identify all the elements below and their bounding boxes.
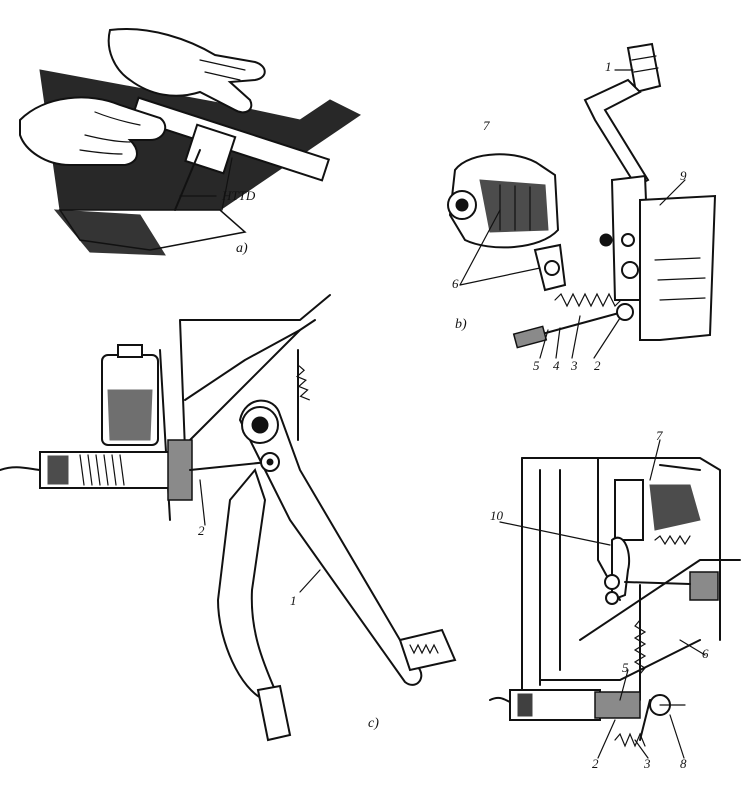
bracket — [639, 194, 717, 341]
label-b-1: 1 — [605, 59, 612, 74]
panel-d-installation: 2 3 5 6 7 8 10 — [489, 428, 741, 771]
pedal-1 — [238, 399, 423, 686]
label-d-6: 6 — [702, 646, 709, 661]
body-panel — [521, 457, 561, 691]
adjusting-nut — [689, 571, 719, 601]
pedal-pad-c — [398, 628, 457, 672]
gauge-pointer — [174, 149, 201, 211]
return-spring-c — [295, 365, 310, 401]
panel-b-pedal-linkage: 1 2 3 4 5 6 7 9 b) — [447, 42, 717, 373]
gauge-block — [184, 123, 237, 175]
label-b-5: 5 — [533, 358, 540, 373]
brake-hose — [0, 466, 41, 471]
label-d-2: 2 — [592, 756, 599, 771]
body-frame — [521, 457, 721, 641]
pedal-2 — [216, 467, 277, 702]
push-rod-c — [189, 461, 269, 471]
label-b-3: 3 — [570, 358, 578, 373]
label-d-5: 5 — [622, 660, 629, 675]
caption-a: a) — [236, 241, 248, 256]
frame-brace — [184, 329, 301, 401]
label-d-8: 8 — [680, 756, 687, 771]
return-spring — [554, 292, 622, 308]
pedal-pad-c2 — [256, 684, 292, 742]
gauge-label: HTTD — [221, 188, 256, 203]
label-d-10: 10 — [490, 508, 504, 523]
upper-unit — [614, 479, 644, 541]
floor-shadow — [53, 209, 166, 256]
support-frame — [159, 294, 331, 521]
label-d-3: 3 — [643, 756, 651, 771]
label-d-7: 7 — [656, 428, 663, 443]
left-hand — [19, 96, 167, 166]
label-b-7: 7 — [483, 118, 490, 133]
caption-b: b) — [455, 317, 467, 332]
spring-3 — [614, 732, 646, 748]
line-d — [489, 696, 511, 703]
pedal-arm — [583, 78, 650, 188]
label-b-2: 2 — [594, 358, 601, 373]
label-b-6: 6 — [452, 276, 459, 291]
caption-c: c) — [368, 716, 379, 731]
label-c-2: 2 — [198, 523, 205, 538]
spring-d — [654, 534, 691, 546]
label-b-9: 9 — [680, 168, 687, 183]
panel-a-gauge-check: HTTD a) — [19, 28, 361, 256]
label-b-4: 4 — [553, 358, 560, 373]
label-c-1: 1 — [290, 593, 297, 608]
panel-c-pedal-assembly: 1 2 c) — [0, 294, 457, 742]
right-hand — [107, 28, 266, 114]
lever — [611, 536, 631, 602]
pedal-pad — [626, 42, 662, 94]
